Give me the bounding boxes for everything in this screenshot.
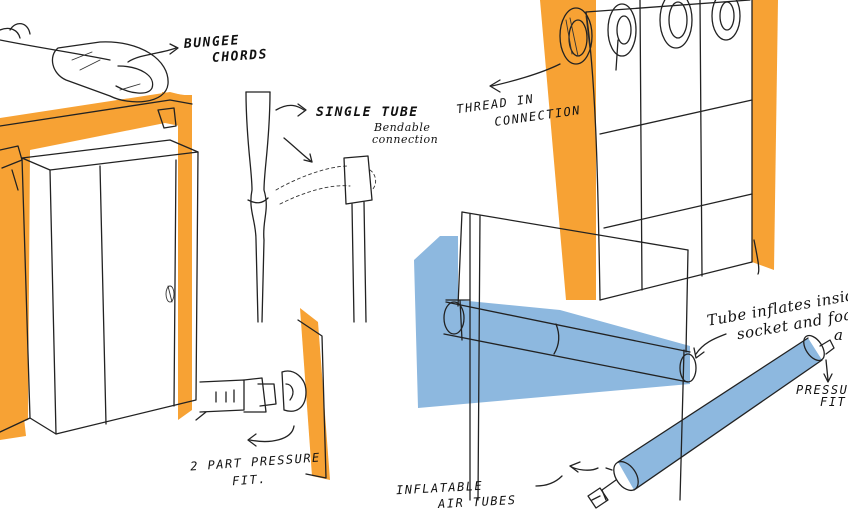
orange-wall-left xyxy=(0,92,182,430)
air-valve xyxy=(587,487,609,509)
single-tube-drawing xyxy=(245,91,271,323)
orange-wall-corner xyxy=(160,92,192,128)
pressure-fit-right-arrow xyxy=(823,359,833,383)
lower-panel xyxy=(457,211,689,501)
thread-connection-2 xyxy=(607,3,637,57)
label-bungee-line1: BUNGEE xyxy=(183,33,241,52)
thread-connection-3 xyxy=(659,0,693,49)
label-2part-line2: FIT. xyxy=(231,471,268,489)
bungee-cord-hook xyxy=(0,23,169,103)
cabinet-outline xyxy=(0,99,199,435)
thread-arrow xyxy=(489,63,561,93)
thread-shading xyxy=(565,15,591,57)
pressure-fit-arrow xyxy=(247,425,295,447)
inflatable-arrow xyxy=(569,461,613,473)
label-pressure-fit-line1: PRESSURE xyxy=(796,383,848,397)
bendable-sleeve xyxy=(343,155,373,323)
orange-wall-right-bar xyxy=(178,95,192,420)
pressure-fit-connector xyxy=(195,319,327,479)
single-tube-arrow xyxy=(275,103,313,163)
orange-wall-door xyxy=(540,0,596,300)
label-single-tube: SINGLE TUBE xyxy=(316,105,419,120)
label-bendable-line2: connection xyxy=(372,133,439,146)
blue-horizontal-tube xyxy=(444,302,690,382)
door-panel xyxy=(585,0,760,301)
bungee-shading xyxy=(71,51,141,91)
bendable-connection xyxy=(275,165,377,205)
horizontal-tube xyxy=(443,299,697,383)
bungee-arrow xyxy=(127,43,179,63)
cabinet-handle xyxy=(165,285,175,303)
inflatable-tube xyxy=(601,334,835,501)
label-bungee-line2: CHORDS xyxy=(211,47,269,66)
orange-wall-rear xyxy=(752,0,778,270)
label-bendable-line1: Bendable xyxy=(374,121,431,134)
wall-bracket xyxy=(157,107,177,129)
label-tube-inflates-line3: a xyxy=(834,326,844,344)
inflatable-arrow-2 xyxy=(535,475,563,487)
tube-inflates-arrow xyxy=(693,333,727,359)
thread-connection-4 xyxy=(711,0,741,41)
label-pressure-fit-line2: FIT xyxy=(820,395,847,409)
orange-wall-pressure-fit xyxy=(300,308,330,480)
blue-inflatable-tube xyxy=(618,338,822,490)
